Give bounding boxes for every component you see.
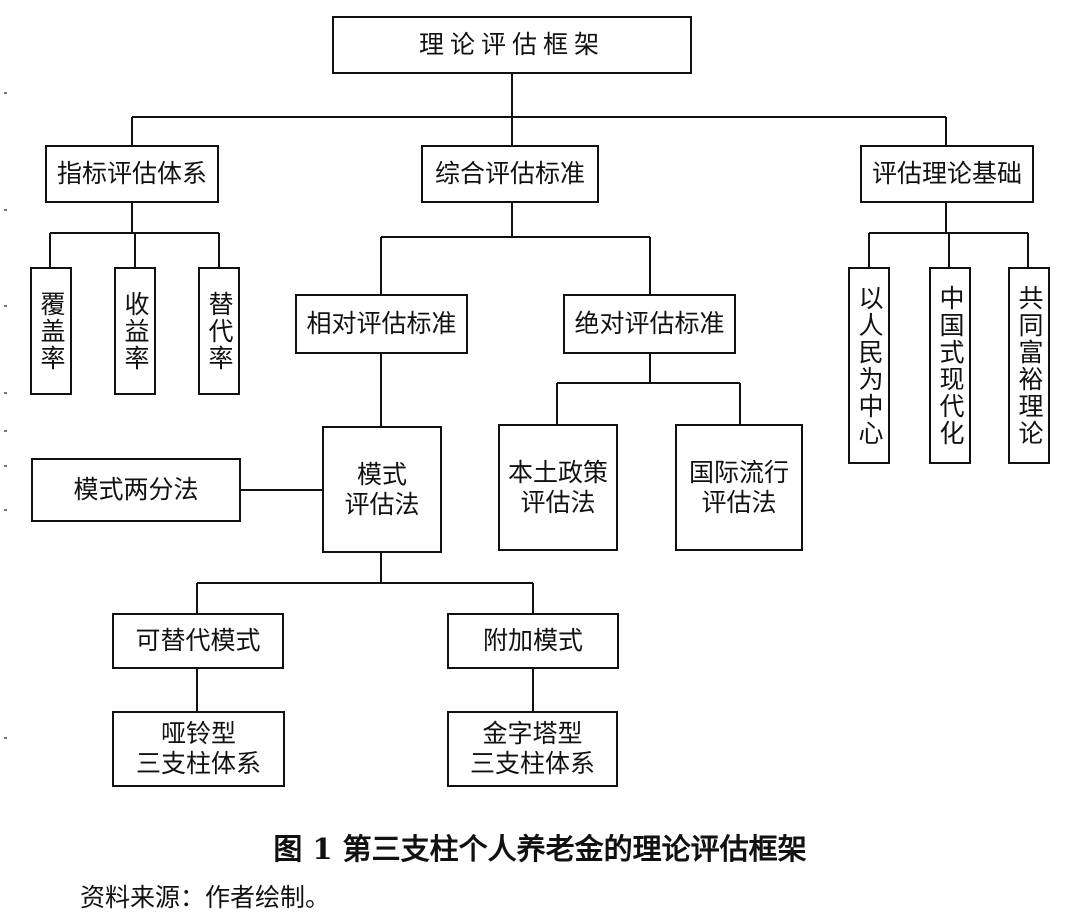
people-centered-node: 以人民为中心 (848, 267, 890, 464)
root-node: 理论评估框架 (332, 16, 692, 74)
relative-standard-label: 相对评估标准 (306, 309, 457, 338)
additional-mode-label: 附加模式 (482, 626, 583, 655)
mode-method-label: 模式 评估法 (344, 459, 420, 519)
chinese-modernization-node: 中国式现代化 (929, 267, 971, 464)
dumbbell-system-node: 哑铃型 三支柱体系 (112, 711, 285, 787)
mode-method-node: 模式 评估法 (322, 426, 442, 553)
comprehensive-standard-label: 综合评估标准 (434, 159, 585, 188)
theory-foundation-label: 评估理论基础 (871, 159, 1022, 188)
absolute-standard-label: 绝对评估标准 (574, 309, 725, 338)
dichotomy-node: 模式两分法 (31, 458, 241, 522)
people-centered-label: 以人民为中心 (855, 284, 884, 447)
figure-caption: 图 1 第三支柱个人养老金的理论评估框架 (273, 832, 807, 866)
absolute-standard-node: 绝对评估标准 (563, 294, 736, 354)
margin-mark (4, 209, 7, 211)
root-label: 理论评估框架 (418, 30, 605, 59)
yield-rate-node: 收益率 (114, 267, 156, 395)
dumbbell-system-label: 哑铃型 三支柱体系 (135, 719, 261, 778)
source-note: 资料来源：作者绘制。 (80, 883, 331, 912)
yield-rate-label: 收益率 (121, 290, 150, 372)
pyramid-system-node: 金字塔型 三支柱体系 (447, 711, 618, 787)
margin-mark (4, 737, 7, 739)
margin-mark (4, 465, 7, 467)
replacement-rate-node: 替代率 (198, 267, 240, 395)
additional-mode-node: 附加模式 (447, 613, 619, 669)
local-policy-label: 本土政策 评估法 (507, 457, 608, 517)
replacement-rate-label: 替代率 (205, 290, 234, 372)
substitutable-mode-label: 可替代模式 (135, 626, 261, 655)
international-practice-label: 国际流行 评估法 (688, 457, 789, 517)
margin-mark (4, 305, 7, 307)
comprehensive-standard-node: 综合评估标准 (421, 145, 599, 203)
chinese-modernization-label: 中国式现代化 (936, 284, 965, 447)
common-prosperity-node: 共同富裕理论 (1008, 267, 1050, 464)
international-practice-node: 国际流行 评估法 (675, 424, 803, 551)
coverage-rate-node: 覆盖率 (30, 267, 72, 395)
indicator-system-label: 指标评估体系 (56, 159, 207, 188)
local-policy-node: 本土政策 评估法 (498, 424, 618, 551)
coverage-rate-label: 覆盖率 (37, 290, 66, 372)
substitutable-mode-node: 可替代模式 (112, 613, 284, 669)
dichotomy-label: 模式两分法 (73, 475, 199, 504)
pyramid-system-label: 金字塔型 三支柱体系 (469, 719, 595, 778)
margin-mark (4, 392, 7, 394)
relative-standard-node: 相对评估标准 (295, 294, 468, 354)
indicator-system-node: 指标评估体系 (45, 145, 219, 203)
common-prosperity-label: 共同富裕理论 (1015, 284, 1044, 447)
margin-mark (4, 509, 7, 511)
theory-foundation-node: 评估理论基础 (860, 145, 1034, 203)
margin-mark (4, 430, 7, 432)
margin-mark (4, 92, 7, 94)
